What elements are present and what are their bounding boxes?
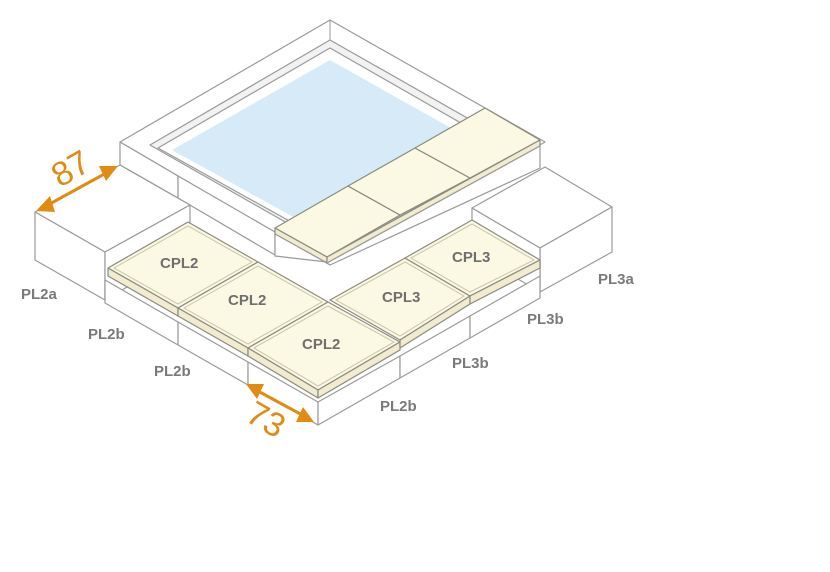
block-label: PL2b	[154, 363, 191, 380]
coping-pavers	[274, 107, 541, 266]
block-label: PL2a	[21, 286, 58, 303]
paver-label: CPL2	[302, 336, 340, 353]
paver-cpl3-back	[404, 219, 541, 305]
arrow-head-icon	[296, 407, 314, 422]
arrow-head-icon	[36, 196, 55, 212]
arrow-head-icon	[99, 166, 118, 181]
paver-cpl3-front	[329, 257, 471, 349]
paver-label: CPL2	[160, 255, 198, 272]
block-label: PL3a	[598, 271, 635, 288]
block-label: PL3b	[527, 311, 564, 328]
block-label: PL3b	[452, 355, 489, 372]
base-slabs	[104, 275, 541, 426]
paver-label: CPL3	[382, 289, 420, 306]
paver-cpl2-front	[247, 301, 401, 399]
paver-label: CPL3	[452, 249, 490, 266]
cpl-pavers	[107, 219, 541, 399]
block-label: PL2b	[88, 326, 125, 343]
paver-label: CPL2	[228, 292, 266, 309]
block-label: PL2b	[380, 398, 417, 415]
paver-cpl2-middle	[177, 261, 329, 357]
arrow-head-icon	[246, 384, 264, 399]
